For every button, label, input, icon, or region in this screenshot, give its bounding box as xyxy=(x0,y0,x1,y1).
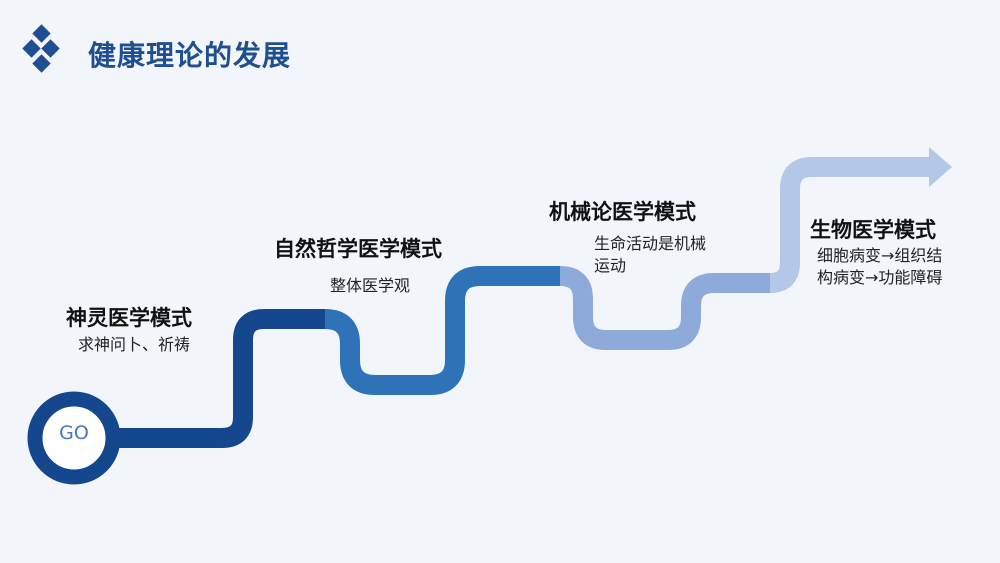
stage-1-title: 神灵医学模式 xyxy=(66,306,192,330)
page-title: 健康理论的发展 xyxy=(88,39,292,72)
path-segment-4 xyxy=(769,157,935,293)
stage-2-title: 自然哲学医学模式 xyxy=(274,237,442,261)
path-segment-2 xyxy=(324,266,560,395)
start-label: GO xyxy=(59,422,89,444)
start-circle xyxy=(27,391,121,485)
stage-3-desc: 生命活动是机械运动 xyxy=(594,234,707,275)
path-segment-1 xyxy=(105,309,325,448)
path-segment-3 xyxy=(559,266,770,350)
stage-2-desc: 整体医学观 xyxy=(330,276,411,295)
stage-3-title: 机械论医学模式 xyxy=(549,200,696,224)
stage-4-desc: 细胞病变→组织结构病变→功能障碍 xyxy=(817,246,943,287)
stage-4-title: 生物医学模式 xyxy=(810,218,936,242)
logo-icon xyxy=(22,24,60,73)
stage-1-desc: 求神问卜、祈祷 xyxy=(78,335,191,354)
arrow-head-icon xyxy=(929,147,952,187)
